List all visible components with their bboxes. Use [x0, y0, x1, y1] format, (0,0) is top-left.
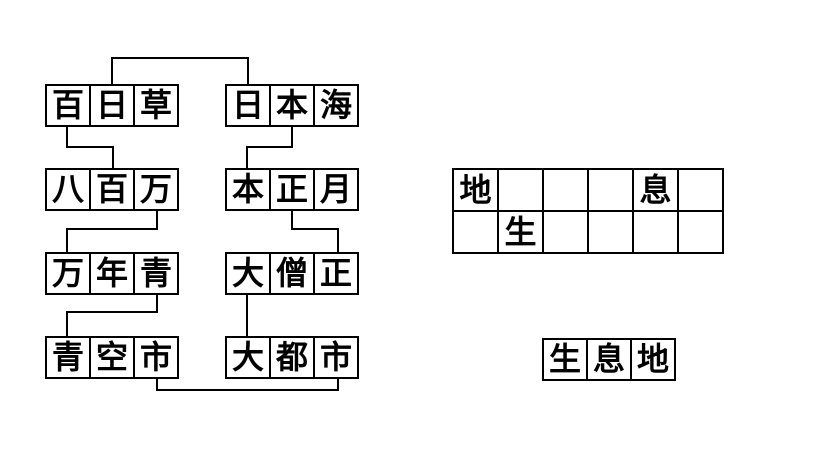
kanji-cell: 市 [133, 338, 177, 377]
connector-shi-horizontal [156, 389, 339, 391]
hint-cell [632, 210, 677, 252]
connector-shi-vertical-left [156, 377, 158, 391]
connector-hyaku-vertical-bottom [112, 146, 114, 169]
hint-cell [587, 210, 632, 252]
kanji-cell: 青 [133, 254, 177, 293]
answer-box: 生 息 地 [542, 338, 676, 381]
hint-cell [677, 210, 722, 252]
connector-hi-horizontal [111, 57, 249, 59]
hint-cell [542, 210, 587, 252]
hint-cell: 息 [632, 170, 677, 210]
kanji-cell: 大 [231, 339, 264, 375]
kanji-cell: 大 [231, 255, 264, 291]
connector-ao-vertical-top [156, 293, 158, 313]
kanji-cell: 本 [231, 171, 264, 207]
word-box-8: 大 都 市 [225, 336, 359, 379]
hint-grid: 地 息 生 [452, 168, 724, 254]
kanji-cell: 百 [89, 170, 133, 209]
word-box-5: 万 年 青 [45, 252, 179, 295]
connector-hon-vertical-top [291, 126, 293, 148]
connector-man-vertical-bottom [66, 228, 68, 253]
kanji-cell: 日 [89, 86, 133, 125]
kanji-cell: 年 [89, 254, 133, 293]
kanji-cell: 都 [269, 338, 313, 377]
connector-man-horizontal [66, 228, 158, 230]
kanji-cell: 百 [51, 87, 84, 123]
kanji-cell: 空 [89, 338, 133, 377]
kanji-cell: 海 [313, 86, 357, 125]
kanji-cell: 正 [269, 170, 313, 209]
connector-shi-vertical-right [337, 377, 339, 391]
connector-ao-horizontal [66, 311, 158, 313]
kanji-cell: 本 [269, 86, 313, 125]
kanji-cell: 月 [313, 170, 357, 209]
connector-sei-vertical-bottom [337, 228, 339, 253]
hint-cell [587, 170, 632, 210]
connector-ao-vertical-bottom [66, 311, 68, 337]
connector-hi-vertical-right [247, 57, 249, 85]
connector-sei-horizontal [291, 228, 339, 230]
connector-hyaku-horizontal [66, 146, 114, 148]
answer-cell: 地 [630, 340, 674, 379]
answer-cell: 生 [548, 341, 581, 377]
hint-cell: 地 [459, 172, 492, 208]
hint-grid-row: 生 [454, 210, 722, 252]
connector-sei-vertical-top [291, 209, 293, 230]
hint-grid-row: 地 息 [454, 170, 722, 210]
kanji-cell: 市 [313, 338, 357, 377]
hint-cell [677, 170, 722, 210]
connector-dai-vertical [246, 293, 248, 337]
kanji-cell: 僧 [269, 254, 313, 293]
kanji-cell: 正 [313, 254, 357, 293]
word-box-2: 日 本 海 [225, 84, 359, 127]
kanji-cell: 青 [51, 339, 84, 375]
kanji-cell: 草 [133, 86, 177, 125]
hint-cell: 生 [497, 210, 542, 252]
word-box-3: 八 百 万 [45, 168, 179, 211]
connector-hyaku-vertical-top [66, 126, 68, 148]
kanji-cell: 八 [51, 171, 84, 207]
word-box-4: 本 正 月 [225, 168, 359, 211]
hint-cell [542, 170, 587, 210]
word-box-1: 百 日 草 [45, 84, 179, 127]
connector-hon-horizontal [246, 146, 293, 148]
connector-hi-vertical-left [111, 57, 113, 85]
hint-cell [497, 170, 542, 210]
hint-cell [454, 210, 497, 252]
connector-man-vertical-top [156, 209, 158, 230]
connector-hon-vertical-bottom [246, 146, 248, 169]
kanji-cell: 日 [231, 87, 264, 123]
word-box-7: 青 空 市 [45, 336, 179, 379]
kanji-cell: 万 [51, 255, 84, 291]
word-box-6: 大 僧 正 [225, 252, 359, 295]
kanji-cell: 万 [133, 170, 177, 209]
answer-cell: 息 [586, 340, 630, 379]
